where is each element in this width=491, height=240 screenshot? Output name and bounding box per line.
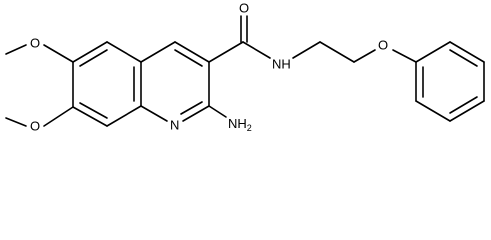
- bond-ph-2-3: [449, 41, 485, 63]
- atom-o-ether: O: [378, 37, 388, 52]
- bond-layer: [5, 15, 485, 127]
- atom-o-methoxy-bottom: O: [30, 118, 40, 133]
- label-layer: O O O NH N NH2 O: [30, 0, 388, 133]
- bond-c4-c3: [174, 41, 210, 63]
- bond-n-ch2: [292, 41, 321, 59]
- bond-c6-c5: [72, 41, 108, 63]
- atom-nh-amide: NH: [272, 56, 291, 71]
- bond-o-phenyl: [392, 49, 417, 63]
- bond-methyl-o-bottom: [5, 117, 27, 127]
- bond-c8-c7-double: [79, 102, 108, 119]
- bond-ph-5-6: [415, 100, 451, 122]
- atom-o-carbonyl: O: [239, 0, 249, 15]
- bond-c2-nh2: [208, 105, 227, 118]
- chemical-structure-diagram: O O O NH N NH2 O: [5, 0, 485, 133]
- bond-c2-n1-double: [180, 101, 203, 115]
- bond-c8a-c8: [106, 105, 142, 127]
- amino-subscript: 2: [247, 123, 252, 133]
- atom-nh2-amino: NH2: [228, 116, 252, 133]
- bond-ch2-ch2: [319, 41, 355, 63]
- bond-o-c6: [43, 44, 74, 63]
- bond-c2-n1: [182, 105, 210, 122]
- bond-c6-c5-double: [79, 49, 108, 67]
- bond-methyl-o-top: [5, 44, 27, 55]
- bond-o-c7: [43, 106, 74, 127]
- atom-n-ring: N: [170, 117, 179, 132]
- bond-ch2-o: [353, 49, 376, 63]
- bond-c8-c7: [72, 106, 108, 127]
- bond-ph-4-5-double: [449, 96, 478, 114]
- amino-nh-text: NH: [228, 116, 247, 131]
- bond-carbonyl-c-n: [242, 41, 271, 59]
- bond-n1-c8a: [140, 105, 168, 122]
- bond-c5-c4a: [106, 41, 142, 63]
- bond-c3-carbonyl-c: [208, 41, 244, 63]
- bond-ph-2-3-double: [449, 49, 478, 67]
- bond-c4-c3-double: [174, 49, 203, 67]
- atom-o-methoxy-top: O: [30, 35, 40, 50]
- bond-ph-4-5: [449, 100, 485, 122]
- bond-c4a-c4: [140, 41, 176, 63]
- bond-ph-1-2: [415, 41, 451, 63]
